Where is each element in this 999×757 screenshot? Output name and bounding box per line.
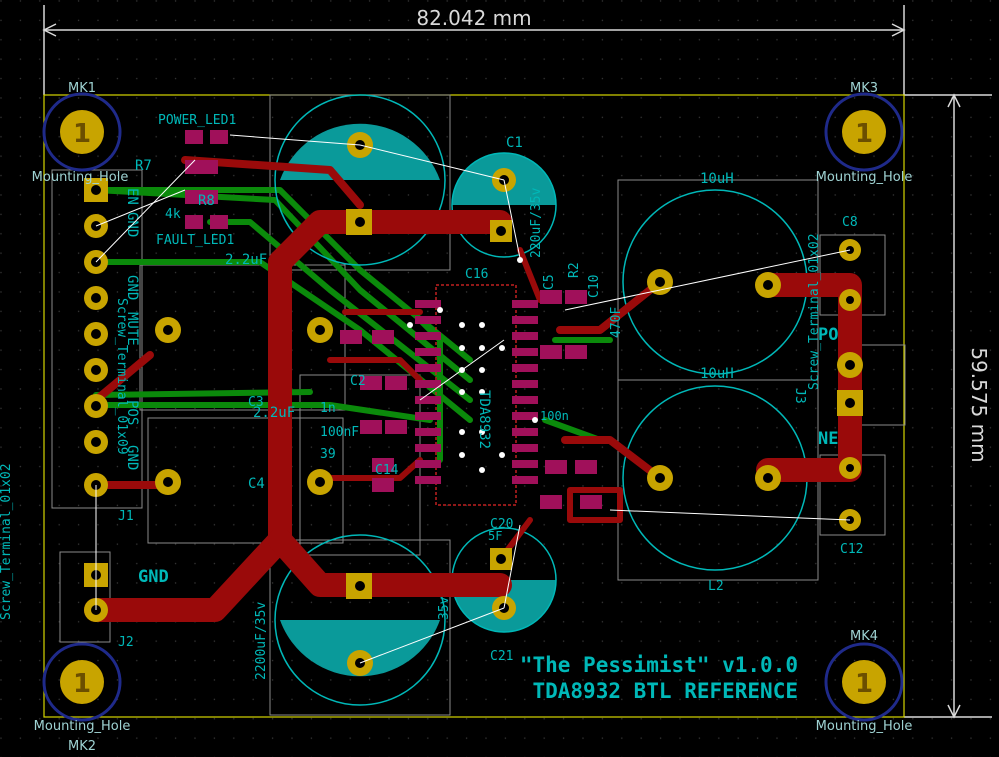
mk1-ref: MK1 <box>68 81 96 96</box>
mounting-hole-mk3: 1 <box>824 92 904 172</box>
c1-label: C1 <box>506 135 523 151</box>
c16-label: C16 <box>465 267 488 282</box>
c1-value-label: 220uF/35v <box>529 187 544 258</box>
j1-ref-label: J1 <box>118 509 134 524</box>
svg-text:1: 1 <box>73 119 91 149</box>
c35v-label: 35v <box>437 596 452 620</box>
j3-side-label: Screw_Terminal_01x02 <box>807 233 822 390</box>
value-5f: 5F <box>488 529 502 543</box>
c3-value-label: 2.2uF <box>253 405 295 421</box>
mk3-value: Mounting_Hole <box>816 170 913 185</box>
c3-label: C3 <box>248 395 264 410</box>
svg-text:1: 1 <box>855 119 873 149</box>
r2-label: R2 <box>567 262 582 278</box>
svg-text:POS: POS <box>124 400 140 425</box>
svg-text:MUTE: MUTE <box>124 312 140 346</box>
fault-led-label: FAULT_LED1 <box>156 233 234 248</box>
width-dimension <box>42 5 906 95</box>
width-dimension-label: 82.042 mm <box>416 6 531 30</box>
r-value-label: 4k <box>165 207 181 222</box>
c5-label: C5 <box>542 274 557 290</box>
c8-label: C8 <box>842 215 858 230</box>
power-led-label: POWER_LED1 <box>158 113 236 128</box>
c21-label: C21 <box>490 649 513 664</box>
ic-label: TDA8932 <box>476 390 492 449</box>
l2-ref-label: L2 <box>708 579 724 594</box>
board-title-line1: "The Pessimist" v1.0.0 <box>520 653 798 677</box>
board-edge <box>43 94 905 718</box>
value-100: 100nF <box>320 425 359 440</box>
j2-side-label: Screw_Terminal_01x02 <box>0 463 14 620</box>
c20-label: C20 <box>490 517 513 532</box>
c2-value-label: 2.2uF <box>225 252 267 268</box>
mk2-ref: MK2 <box>68 739 96 754</box>
mk2-value: Mounting_Hole <box>34 719 131 734</box>
mounting-hole-mk2: 1 <box>42 642 122 722</box>
through-hole-pads <box>84 132 863 676</box>
j3-neg-label: NE <box>818 429 838 449</box>
mounting-holes: 1 1 1 1 <box>42 92 904 722</box>
value-100n: 100n <box>540 409 569 423</box>
j2-ref-label: J2 <box>118 635 134 650</box>
j2-gnd-label: GND <box>138 567 169 587</box>
mk4-ref: MK4 <box>850 629 878 644</box>
svg-text:GND: GND <box>124 445 140 470</box>
c10-label: C10 <box>587 275 602 298</box>
mounting-hole-mk1: 1 <box>42 92 122 172</box>
ic-pads <box>185 130 602 509</box>
l1-value-top: 10uH <box>700 171 734 187</box>
j1-pin-labels: EN GND GND MUTE POS GND <box>124 188 140 470</box>
c2-label: C2 <box>350 374 366 389</box>
svg-text:GND: GND <box>124 275 140 300</box>
r8-label: R8 <box>198 193 215 209</box>
c4-label: C4 <box>248 476 265 492</box>
mk3-ref: MK3 <box>850 81 878 96</box>
mk4-value: Mounting_Hole <box>816 719 913 734</box>
r7-label: R7 <box>135 158 152 174</box>
board-title-line2: TDA8932 BTL REFERENCE <box>532 679 798 703</box>
value-39: 39 <box>320 447 336 462</box>
value-1n: 1n <box>320 401 336 416</box>
c14-label: C14 <box>375 463 399 478</box>
mounting-hole-labels: MK1 Mounting_Hole MK3 Mounting_Hole Moun… <box>32 81 913 754</box>
l2-value-label: 10uH <box>700 366 734 382</box>
ratsnest-lines <box>95 134 851 664</box>
c22-value-label: 2200uF/35v <box>254 602 269 680</box>
j3-ref-label: J3 <box>792 388 807 404</box>
c470-label: 470F <box>609 307 624 338</box>
svg-text:EN: EN <box>124 188 140 205</box>
height-dimension <box>904 93 992 719</box>
mounting-hole-mk4: 1 <box>824 642 904 722</box>
height-dimension-label: 59.575 mm <box>967 347 991 462</box>
j1-value-label: Screw_Terminal_01x09 <box>114 298 129 455</box>
mk1-value: Mounting_Hole <box>32 170 129 185</box>
c12-label: C12 <box>840 542 863 557</box>
svg-text:1: 1 <box>73 669 91 699</box>
silk-labels: TDA8932 C1 220uF/35v 2.2uF C3 2.2uF C4 C… <box>0 113 863 680</box>
svg-text:1: 1 <box>855 669 873 699</box>
j3-pos-label: PO <box>818 325 838 345</box>
